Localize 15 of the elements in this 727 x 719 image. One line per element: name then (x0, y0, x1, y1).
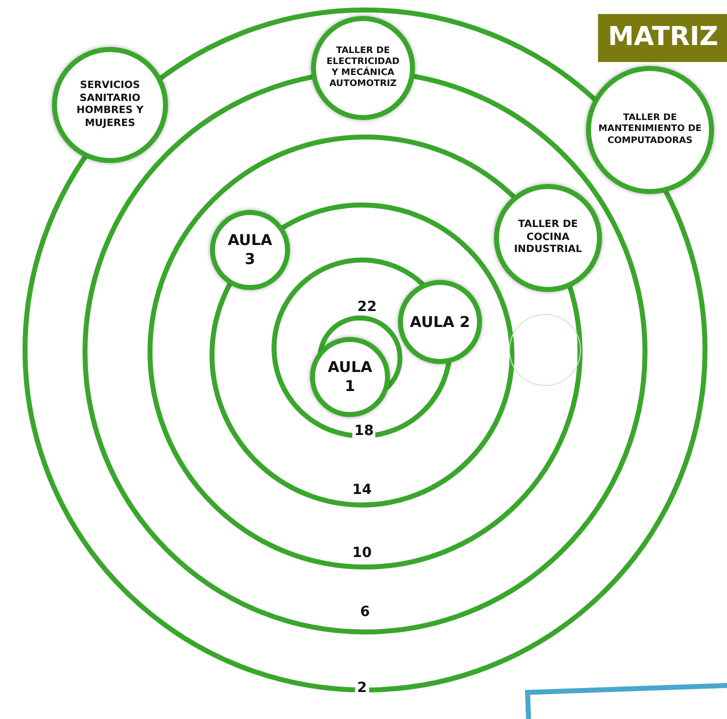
area-name: TALLER DE ELECTRICIDAD Y MECÁNICA AUTOMOTRIZ (326, 46, 400, 90)
area-name: AULA 1 (326, 358, 374, 396)
area-name: SERVICIOS SANITARIO HOMBRES Y MUJERES (76, 80, 144, 130)
area-circle (494, 184, 602, 292)
area-circle (210, 210, 290, 290)
area-name: TALLER DE COCINA INDUSTRIAL (512, 219, 584, 257)
area-circle (310, 337, 390, 417)
area-name: AULA 3 (226, 231, 274, 269)
area-circle (311, 16, 415, 120)
area-name: AULA 2 (410, 312, 470, 332)
area-name: TALLER DE MANTENIMIENTO DE COMPUTADORAS (597, 113, 703, 147)
area-circle (398, 280, 482, 364)
ring-number: 18 (352, 423, 376, 439)
title-banner: MATRIZ (598, 14, 727, 62)
empty-circle (509, 314, 581, 386)
